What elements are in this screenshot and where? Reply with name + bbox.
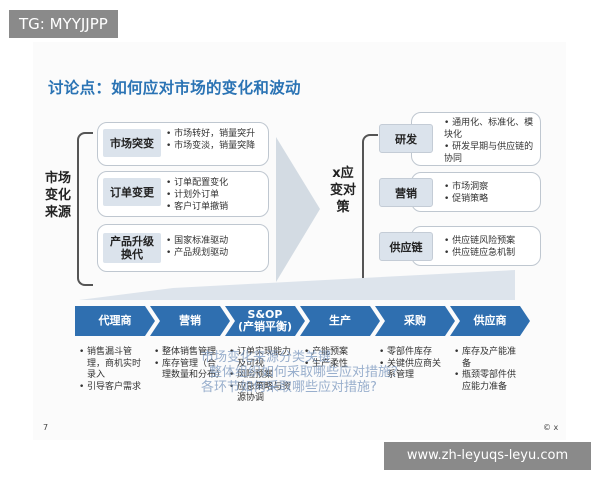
chevron-label: 代理商 (98, 314, 132, 327)
bullet: 订单配置变化 (166, 177, 228, 189)
chevron-agent: 代理商 (75, 306, 155, 336)
column-item: 风险预案 (229, 370, 297, 382)
chevron-label: 供应商 (473, 314, 507, 327)
logo: © x (543, 423, 558, 432)
bullet: 供应链风险预案 (444, 235, 515, 247)
slide-title: 讨论点：如何应对市场的变化和波动 (48, 79, 301, 97)
column-production: 产能预案 生产柔性 (304, 347, 372, 370)
left-item-market-shock: 市场突变 市场转好，销量突升 市场变淡，销量突降 (97, 122, 269, 166)
bullet: 市场洞察 (444, 181, 488, 193)
bullet: 促销策略 (444, 193, 488, 205)
overlay-line: 市场变化来源分类关键 (201, 350, 332, 365)
bullet: 研发早期与供应链的协同 (444, 141, 534, 165)
column-item: 应急策略与资源协调 (229, 382, 297, 405)
left-item-label: 市场突变 (103, 129, 161, 157)
bullet: 通用化、标准化、模块化 (444, 117, 534, 141)
column-item: 生产柔性 (304, 359, 372, 371)
left-item-order-change: 订单变更 订单配置变化 计划外订单 客户订单撤销 (97, 171, 269, 217)
column-sop: 订单实现能力及可视 风险预案 应急策略与资源协调 (229, 347, 297, 405)
chevron-production: 生产 (300, 306, 380, 336)
left-item-label: 订单变更 (103, 178, 161, 206)
overlay-line: 各环节如何采取哪些应对措施? (201, 380, 377, 395)
chevron-label: S&OP(产销平衡) (237, 308, 293, 333)
column-item: 订单实现能力及可视 (229, 347, 297, 370)
column-item: 整体销售管理 (154, 347, 222, 359)
chevron-purchasing: 采购 (375, 306, 455, 336)
left-item-bullets: 市场转好，销量突升 市场变淡，销量突降 (166, 128, 255, 152)
right-item-bullets: 市场洞察 促销策略 (444, 181, 488, 205)
right-bracket (362, 134, 378, 288)
slide: 讨论点：如何应对市场的变化和波动 市场变化来源 市场突变 市场转好，销量突升 市… (33, 42, 566, 440)
right-item-supply-chain: 供应链 (379, 232, 433, 261)
left-item-bullets: 国家标准驱动 产品规划驱动 (166, 235, 228, 259)
column-item: 销售漏斗管理，商机实时录入 (79, 347, 147, 382)
column-marketing: 整体销售管理 库存管理（合理数量和分布） (154, 347, 225, 382)
bullet: 市场变淡，销量突降 (166, 140, 255, 152)
bullet: 产品规划驱动 (166, 247, 228, 259)
chevron-sop: S&OP(产销平衡) (225, 306, 305, 336)
bullet: 计划外订单 (166, 189, 228, 201)
big-right-arrow (276, 137, 320, 282)
url-watermark: www.zh-leyuqs-leyu.com (384, 442, 591, 470)
overlay-line: 整体组织如何采取哪些应对措施？ (209, 365, 405, 380)
logo-mark: © (543, 423, 551, 432)
chevron-label: 营销 (179, 314, 201, 327)
column-agent: 销售漏斗管理，商机实时录入 引导客户需求 (79, 347, 147, 393)
column-item: 产能预案 (304, 347, 372, 359)
page-number: 7 (43, 423, 49, 432)
chevron-label: 生产 (329, 314, 351, 327)
bullet: 国家标准驱动 (166, 235, 228, 247)
left-heading: 市场变化来源 (44, 171, 71, 220)
chevron-supplier: 供应商 (450, 306, 530, 336)
funnel-shape (79, 270, 515, 300)
column-item: 瓶颈零部件供应能力准备 (454, 370, 524, 393)
bullet: 供应链应急机制 (444, 247, 515, 259)
middle-heading: x应变对策 (329, 166, 356, 215)
column-item: 引导客户需求 (79, 382, 147, 394)
chevron-label: 采购 (404, 314, 426, 327)
left-item-label: 产品升级换代 (103, 233, 161, 263)
chevron-marketing: 营销 (150, 306, 230, 336)
column-item: 零部件库存 (379, 347, 447, 359)
right-item-bullets: 供应链风险预案 供应链应急机制 (444, 235, 515, 259)
bullet: 市场转好，销量突升 (166, 128, 255, 140)
left-item-bullets: 订单配置变化 计划外订单 客户订单撤销 (166, 177, 228, 213)
logo-text: x (553, 423, 559, 432)
column-item: 库存及产能准备 (454, 347, 524, 370)
left-bracket (77, 132, 93, 286)
overlay-text: 市场变化来源分类关键 整体组织如何采取哪些应对措施？ 各环节如何采取哪些应对措施… (201, 350, 404, 395)
bullet: 客户订单撤销 (166, 201, 228, 213)
column-item: 关键供应商关系管理 (379, 359, 447, 382)
right-item-rd: 研发 (379, 124, 433, 153)
watermark-tag: TG: MYYJJPP (9, 10, 118, 38)
column-purchasing: 零部件库存 关键供应商关系管理 (379, 347, 447, 382)
right-item-bullets: 通用化、标准化、模块化 研发早期与供应链的协同 (444, 117, 534, 165)
column-item: 库存管理（合理数量和分布） (154, 359, 225, 382)
column-supplier: 库存及产能准备 瓶颈零部件供应能力准备 (454, 347, 524, 393)
right-item-marketing: 营销 (379, 178, 433, 207)
